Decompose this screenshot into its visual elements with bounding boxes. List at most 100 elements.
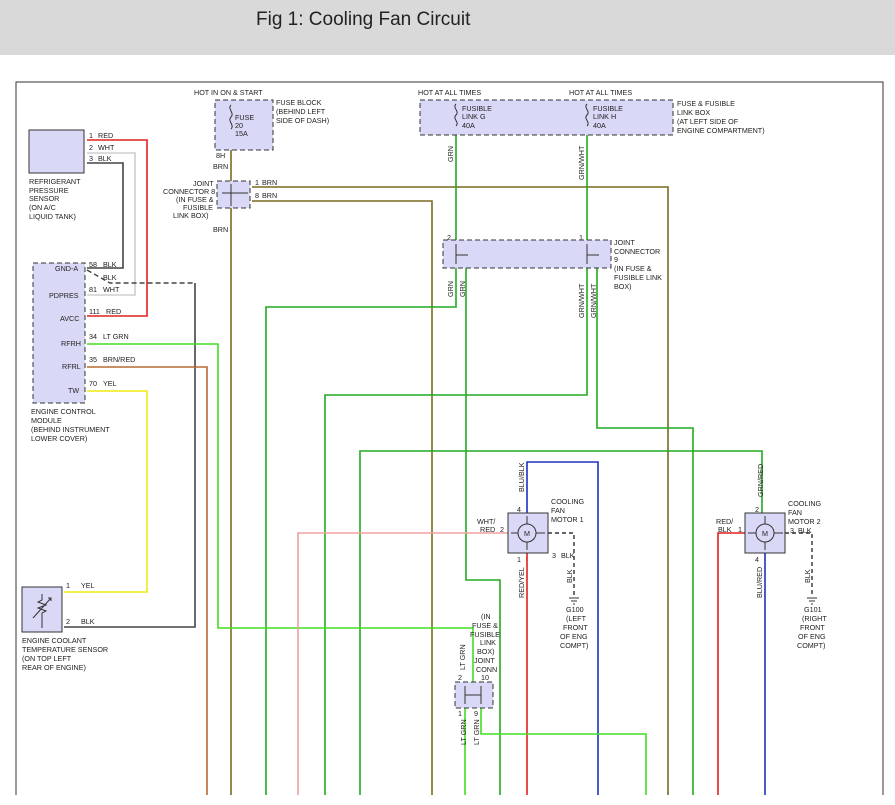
wire-red [87, 139, 148, 317]
jc10-line5: BOX) [477, 647, 495, 656]
hot-all-times-2: HOT AT ALL TIMES [569, 88, 632, 97]
wire-g100 [548, 532, 575, 597]
wire-grnwht-jc9-b [596, 268, 694, 795]
redyel-vert: RED/YEL [517, 567, 526, 598]
g100-line5: COMPT) [560, 641, 588, 650]
ecm-pin-pdpres: PDPRES [49, 291, 79, 300]
fan1-pin4: 4 [517, 505, 521, 514]
ect-pin1-color: YEL [81, 581, 95, 590]
fan2-pin2: 2 [755, 505, 759, 514]
page-title: Fig 1: Cooling Fan Circuit [256, 9, 471, 30]
fuse-block-box [214, 99, 274, 151]
ect-line2: TEMPERATURE SENSOR [22, 645, 108, 654]
joint-connector-8 [216, 180, 251, 209]
fusible-box-line3: (AT LEFT SIDE OF [677, 117, 739, 126]
fan2-line1: COOLING [788, 499, 822, 508]
wire-yel [64, 390, 148, 593]
wire-ltgrn-jc10-b [480, 708, 647, 795]
jc8-pin8: 8 [255, 191, 259, 200]
ecm-pin-70: 70 [89, 379, 97, 388]
brn-label-pin8: BRN [262, 191, 277, 200]
g101-line5: COMPT) [797, 641, 825, 650]
ect-line3: (ON TOP LEFT [22, 654, 72, 663]
hot-all-times-1: HOT AT ALL TIMES [418, 88, 481, 97]
fan1-pin1: 1 [517, 555, 521, 564]
link-g-line1: FUSIBLE [462, 104, 492, 113]
ecm-pin-rfrh: RFRH [61, 339, 81, 348]
ref-sensor-line1: REFRIGERANT [29, 177, 81, 186]
fan1-line3: MOTOR 1 [551, 515, 584, 524]
ect-line4: REAR OF ENGINE) [22, 663, 86, 672]
link-g-line3: 40A [462, 121, 475, 130]
ecm-pin-rfrl: RFRL [62, 362, 81, 371]
grn-vert-3: GRN [458, 281, 467, 297]
wire-g101 [785, 532, 813, 597]
wire-grnwht-jc9-a [324, 268, 588, 795]
fan1-blk: BLK [561, 551, 575, 560]
blk-vert-g100: BLK [565, 569, 574, 583]
jc9-pin1-top: 1 [579, 233, 583, 242]
ecm-pin-70-color: YEL [103, 379, 117, 388]
jc10-bus [464, 686, 482, 704]
g100-line4: OF ENG [560, 632, 588, 641]
jc9-line2: CONNECTOR [614, 247, 660, 256]
refrigerant-sensor-box [28, 129, 85, 174]
ecm-pin-81-color: WHT [103, 285, 120, 294]
jc9-line3: 9 [614, 255, 618, 264]
motor-1-leads [511, 516, 545, 550]
ref-pin3-num: 3 [89, 154, 93, 163]
ecm-pin-gnda: GND-A [55, 264, 78, 273]
motor-2-symbol: M [762, 529, 768, 538]
fan1-line1: COOLING [551, 497, 585, 506]
wire-ltgrn-ecm [87, 343, 474, 682]
thermistor-icon [32, 594, 52, 628]
grnwht-vert-1: GRN/WHT [577, 145, 586, 180]
jc10-pin1: 1 [458, 709, 462, 718]
blured-vert: BLU/RED [755, 567, 764, 598]
motor-2-leads [748, 516, 783, 550]
wire-grn-jc9-b [465, 268, 501, 795]
jc10-line1: (IN [481, 612, 491, 621]
fusible-box-line2: LINK BOX [677, 108, 710, 117]
fuse-line2: 20 [235, 121, 243, 130]
wire-brn-8 [252, 200, 433, 795]
wires [64, 135, 813, 795]
jc10-pin10: 10 [481, 673, 489, 682]
ecm-line2: MODULE [31, 416, 62, 425]
fan1-pin2: 2 [500, 525, 504, 534]
wire-brnred [87, 366, 208, 795]
ltgrn-vert-bottom-2: LT GRN [472, 719, 481, 745]
ecm-pin-35-color: BRN/RED [103, 355, 135, 364]
ref-pin1-color: RED [98, 131, 113, 140]
ecm-pin-58-color: BLK [103, 260, 117, 269]
ref-sensor-line2: PRESSURE [29, 186, 69, 195]
g100-line3: FRONT [563, 623, 588, 632]
wire-blublk [526, 461, 599, 795]
ecm-line3: (BEHIND INSTRUMENT [31, 425, 110, 434]
brn-label-top: BRN [213, 162, 228, 171]
fan2-line2: FAN [788, 508, 802, 517]
ecm-pin-58: 58 [89, 260, 97, 269]
blublk-vert: BLU/BLK [517, 462, 526, 492]
ect-line1: ENGINE COOLANT [22, 636, 87, 645]
fusible-box-line4: ENGINE COMPARTMENT) [677, 126, 765, 135]
link-h-line1: FUSIBLE [593, 104, 623, 113]
blk-vert-g101: BLK [803, 569, 812, 583]
ecm-pin-35: 35 [89, 355, 97, 364]
jc9-line5: FUSIBLE LINK [614, 273, 662, 282]
fan2-pin1: 1 [738, 525, 742, 534]
wire-whtred [297, 532, 508, 795]
ref-sensor-line4: (ON A/C [29, 203, 56, 212]
jc10-line2: FUSE & [472, 621, 498, 630]
jc8-line3: (IN FUSE & [176, 195, 214, 204]
whtred-line2: RED [480, 525, 495, 534]
ref-pin2-num: 2 [89, 143, 93, 152]
fuse-pin: 8H [216, 151, 225, 160]
wire-brn-1 [252, 186, 669, 795]
link-h-line3: 40A [593, 121, 606, 130]
jc9-line4: (IN FUSE & [614, 264, 652, 273]
g100-line1: G100 [566, 605, 584, 614]
wire-blk [87, 162, 124, 269]
ecm-pin-111: 111 [89, 307, 100, 316]
